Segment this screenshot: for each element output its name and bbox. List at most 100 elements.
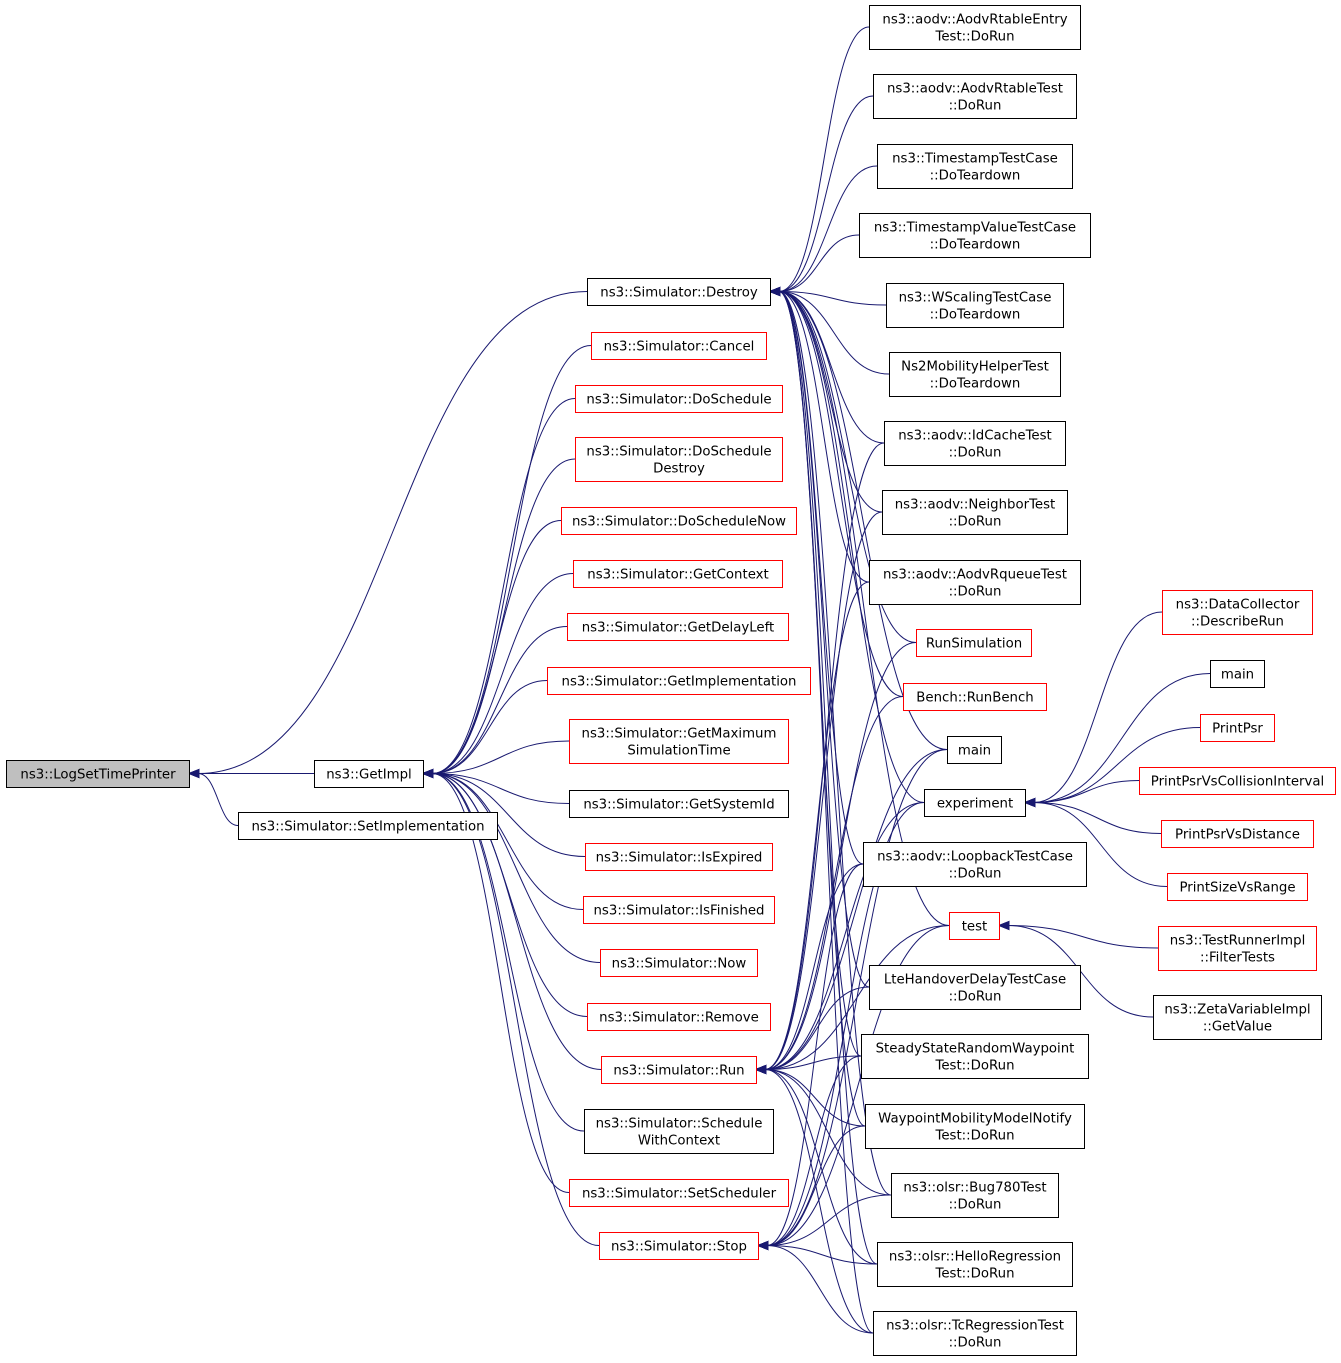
node-box[interactable]: [869, 560, 1081, 605]
node-box[interactable]: [1161, 820, 1314, 848]
node-setscheduler[interactable]: ns3::Simulator::SetScheduler: [569, 1179, 789, 1207]
node-box[interactable]: [575, 437, 783, 482]
node-isexpired[interactable]: ns3::Simulator::IsExpired: [585, 843, 773, 871]
node-cancel[interactable]: ns3::Simulator::Cancel: [591, 332, 767, 360]
node-getdelayleft[interactable]: ns3::Simulator::GetDelayLeft: [567, 613, 789, 641]
node-setimplementation[interactable]: ns3::Simulator::SetImplementation: [238, 812, 498, 840]
node-box[interactable]: [569, 1179, 789, 1207]
node-box[interactable]: [583, 896, 775, 924]
node-box[interactable]: [6, 760, 190, 788]
node-wscaling[interactable]: ns3::WScalingTestCase::DoTeardown: [886, 283, 1064, 328]
node-main2[interactable]: main: [1210, 660, 1265, 688]
node-box[interactable]: [869, 965, 1081, 1010]
node-box[interactable]: [1167, 873, 1308, 901]
node-box[interactable]: [585, 843, 773, 871]
node-printsize[interactable]: PrintSizeVsRange: [1167, 873, 1308, 901]
node-box[interactable]: [891, 1173, 1059, 1218]
node-box[interactable]: [547, 667, 811, 695]
node-box[interactable]: [587, 278, 771, 306]
node-dos_now[interactable]: ns3::Simulator::DoScheduleNow: [561, 507, 797, 535]
node-logsettimeprinter[interactable]: ns3::LogSetTimePrinter: [6, 760, 190, 788]
node-destroy[interactable]: ns3::Simulator::Destroy: [587, 278, 771, 306]
node-experiment[interactable]: experiment: [924, 789, 1026, 817]
node-box[interactable]: [599, 1232, 759, 1260]
node-run[interactable]: ns3::Simulator::Run: [601, 1056, 757, 1084]
node-ns2mob[interactable]: Ns2MobilityHelperTest::DoTeardown: [889, 352, 1061, 397]
node-box[interactable]: [569, 790, 789, 818]
node-aodvrtable[interactable]: ns3::aodv::AodvRtableTest::DoRun: [873, 74, 1077, 119]
node-box[interactable]: [889, 352, 1061, 397]
node-getcontext[interactable]: ns3::Simulator::GetContext: [573, 560, 783, 588]
node-box[interactable]: [601, 1056, 757, 1084]
node-box[interactable]: [1162, 590, 1313, 635]
node-box[interactable]: [238, 812, 498, 840]
node-box[interactable]: [1158, 926, 1317, 971]
node-datacollector[interactable]: ns3::DataCollector::DescribeRun: [1162, 590, 1313, 635]
node-box[interactable]: [600, 949, 758, 977]
node-box[interactable]: [861, 1034, 1089, 1079]
node-box[interactable]: [561, 507, 797, 535]
node-main1[interactable]: main: [947, 736, 1002, 764]
node-box[interactable]: [873, 1311, 1077, 1356]
node-ltehandover[interactable]: LteHandoverDelayTestCase::DoRun: [869, 965, 1081, 1010]
node-filtertests[interactable]: ns3::TestRunnerImpl::FilterTests: [1158, 926, 1317, 971]
node-box[interactable]: [903, 683, 1047, 711]
node-getimplementation[interactable]: ns3::Simulator::GetImplementation: [547, 667, 811, 695]
node-idcache[interactable]: ns3::aodv::IdCacheTest::DoRun: [884, 421, 1066, 466]
node-box[interactable]: [877, 144, 1073, 189]
node-box[interactable]: [314, 760, 424, 788]
node-bench[interactable]: Bench::RunBench: [903, 683, 1047, 711]
node-box[interactable]: [947, 736, 1002, 764]
node-runsim[interactable]: RunSimulation: [916, 629, 1032, 657]
node-isfinished[interactable]: ns3::Simulator::IsFinished: [583, 896, 775, 924]
node-box[interactable]: [1139, 767, 1336, 795]
node-box[interactable]: [1210, 660, 1265, 688]
node-box[interactable]: [877, 1242, 1073, 1287]
node-box[interactable]: [886, 283, 1064, 328]
node-zetavar[interactable]: ns3::ZetaVariableImpl::GetValue: [1153, 995, 1322, 1040]
node-printpsr[interactable]: PrintPsr: [1200, 714, 1275, 742]
node-bug780[interactable]: ns3::olsr::Bug780Test::DoRun: [891, 1173, 1059, 1218]
node-doschedule[interactable]: ns3::Simulator::DoSchedule: [575, 385, 783, 413]
node-box[interactable]: [591, 332, 767, 360]
node-getsystemid[interactable]: ns3::Simulator::GetSystemId: [569, 790, 789, 818]
node-box[interactable]: [567, 613, 789, 641]
node-box[interactable]: [949, 912, 1000, 940]
node-box[interactable]: [569, 719, 789, 764]
node-box[interactable]: [865, 1104, 1085, 1149]
node-printpsrdist[interactable]: PrintPsrVsDistance: [1161, 820, 1314, 848]
node-box[interactable]: [573, 560, 783, 588]
node-box[interactable]: [924, 789, 1026, 817]
node-box[interactable]: [916, 629, 1032, 657]
node-now[interactable]: ns3::Simulator::Now: [600, 949, 758, 977]
node-loopback[interactable]: ns3::aodv::LoopbackTestCase::DoRun: [863, 842, 1087, 887]
node-stop[interactable]: ns3::Simulator::Stop: [599, 1232, 759, 1260]
node-box[interactable]: [1153, 995, 1322, 1040]
node-neighbor[interactable]: ns3::aodv::NeighborTest::DoRun: [882, 490, 1068, 535]
node-timestamptc[interactable]: ns3::TimestampTestCase::DoTeardown: [877, 144, 1073, 189]
node-box[interactable]: [587, 1003, 771, 1031]
node-box[interactable]: [859, 213, 1091, 258]
node-box[interactable]: [873, 74, 1077, 119]
node-test[interactable]: test: [949, 912, 1000, 940]
node-timestampvaltc[interactable]: ns3::TimestampValueTestCase::DoTeardown: [859, 213, 1091, 258]
node-rqueue[interactable]: ns3::aodv::AodvRqueueTest::DoRun: [869, 560, 1081, 605]
node-remove[interactable]: ns3::Simulator::Remove: [587, 1003, 771, 1031]
node-box[interactable]: [863, 842, 1087, 887]
node-box[interactable]: [584, 1109, 774, 1154]
node-box[interactable]: [884, 421, 1066, 466]
node-tcreg[interactable]: ns3::olsr::TcRegressionTest::DoRun: [873, 1311, 1077, 1356]
node-printpsrcoll[interactable]: PrintPsrVsCollisionInterval: [1139, 767, 1336, 795]
node-box[interactable]: [1200, 714, 1275, 742]
node-box[interactable]: [575, 385, 783, 413]
node-getimpl[interactable]: ns3::GetImpl: [314, 760, 424, 788]
node-box[interactable]: [882, 490, 1068, 535]
node-box[interactable]: [869, 5, 1081, 50]
